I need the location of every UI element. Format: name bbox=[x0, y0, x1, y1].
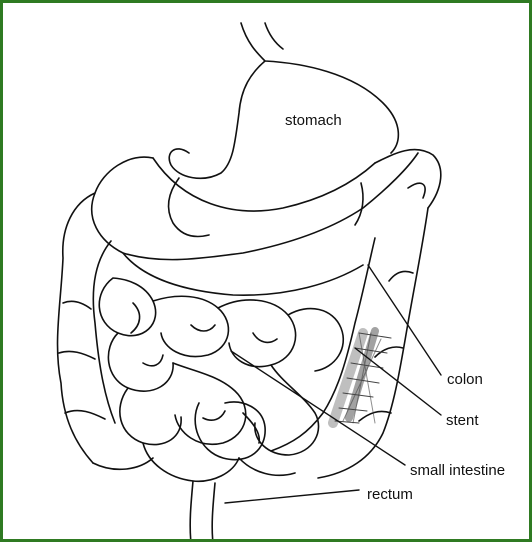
colon-leader-line bbox=[368, 265, 441, 375]
transverse-colon-shape bbox=[92, 150, 441, 296]
rectum-leader-line bbox=[225, 490, 359, 503]
stent-label: stent bbox=[446, 413, 479, 428]
stent-shape bbox=[333, 331, 391, 423]
rectum-shape bbox=[190, 481, 215, 542]
small-intestine-shape bbox=[99, 278, 343, 481]
small-intestine-leader-line bbox=[231, 351, 405, 465]
colon-label: colon bbox=[447, 372, 483, 387]
stomach-shape bbox=[168, 23, 398, 237]
rectum-label: rectum bbox=[367, 487, 413, 502]
small-intestine-label: small intestine bbox=[410, 463, 505, 478]
stomach-label: stomach bbox=[285, 113, 342, 128]
ascending-colon-shape bbox=[58, 193, 153, 469]
